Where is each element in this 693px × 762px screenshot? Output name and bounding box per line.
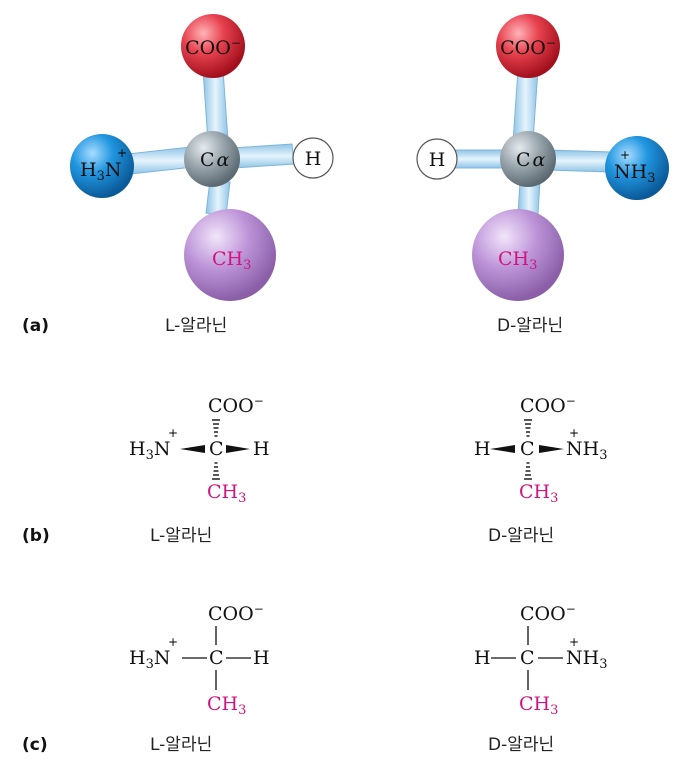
amino-label: H3N	[80, 159, 121, 184]
l-alanine-wedge-structure: COO− H3N + C H CH3	[129, 394, 270, 506]
hydrogen-text: H	[474, 647, 491, 669]
hashed-bond-down	[212, 462, 220, 480]
methyl-label: CH3	[498, 248, 537, 273]
methyl-ball	[184, 209, 276, 301]
l-alanine-caption: L-알라닌	[150, 526, 212, 546]
d-alanine-caption: D-알라닌	[488, 735, 554, 755]
amino-plus-charge: +	[168, 635, 178, 649]
carbon-text: C	[209, 438, 224, 460]
carbon-text: C	[520, 438, 535, 460]
l-alanine-fischer-projection: COO− H3N + C H CH3	[129, 602, 270, 718]
carboxylate-ball	[496, 14, 560, 78]
carboxylate-text: COO−	[208, 602, 264, 625]
hydrogen-text: H	[474, 438, 491, 460]
wedge-bond-left	[490, 445, 515, 453]
amino-ball	[70, 134, 134, 198]
panel-b: COO− H3N + C H CH3	[22, 394, 607, 546]
d-alanine-caption: D-알라닌	[488, 526, 554, 546]
methyl-ball	[472, 209, 564, 301]
d-alanine-caption: D-알라닌	[497, 316, 563, 336]
hydrogen-ball	[292, 137, 334, 179]
hydrogen-text: H	[253, 647, 270, 669]
panel-c: COO− H3N + C H CH3 COO− H C + NH3 CH3 (c…	[22, 602, 607, 755]
carbon-text: C	[520, 647, 535, 669]
methyl-text: CH3	[207, 693, 246, 718]
methyl-text: CH3	[207, 481, 246, 506]
methyl-label: CH3	[212, 248, 251, 273]
hydrogen-label: H	[305, 148, 322, 170]
amino-text: H3N	[129, 438, 170, 463]
bond-carbon-carboxylate	[202, 69, 229, 143]
wedge-bond-right	[539, 445, 564, 453]
amino-plus-charge: +	[569, 635, 579, 649]
amino-plus-charge: +	[620, 148, 630, 162]
methyl-text: CH3	[519, 693, 558, 718]
carboxylate-text: COO−	[520, 602, 576, 625]
carboxylate-text: COO−	[208, 394, 264, 417]
hydrogen-label: H	[429, 149, 446, 171]
bond-carbon-amino	[127, 146, 194, 175]
methyl-text: CH3	[519, 481, 558, 506]
hashed-bond-up	[524, 419, 532, 437]
amino-text: NH3	[566, 438, 607, 463]
d-alanine-wedge-structure: COO− H C + NH3 CH3	[474, 394, 607, 506]
amino-plus-charge: +	[569, 426, 579, 440]
carboxylate-ball	[181, 14, 245, 78]
carboxylate-label: COO−	[500, 36, 556, 59]
hashed-bond-up	[212, 419, 220, 437]
l-alanine-caption: L-알라닌	[150, 735, 212, 755]
carbon-text: C	[209, 647, 224, 669]
amino-plus-charge: +	[168, 426, 178, 440]
hydrogen-text: H	[253, 438, 270, 460]
amino-label: NH3	[614, 161, 655, 186]
carboxylate-label: COO−	[185, 36, 241, 59]
amino-plus-charge: +	[117, 146, 127, 160]
wedge-bond-left	[180, 445, 205, 453]
amino-ball	[605, 136, 669, 200]
hydrogen-ball	[416, 138, 458, 180]
l-alanine-caption: L-알라닌	[165, 316, 227, 336]
hashed-bond-down	[524, 462, 532, 480]
wedge-bond-right	[226, 445, 250, 453]
panel-label: (a)	[22, 316, 49, 336]
bond-carbon-hydrogen	[231, 143, 295, 169]
d-alanine-fischer-projection: COO− H C + NH3 CH3	[474, 602, 607, 718]
panel-label: (b)	[22, 526, 50, 546]
amino-text: H3N	[129, 647, 170, 672]
amino-text: NH3	[566, 647, 607, 672]
alpha-carbon-ball	[500, 131, 556, 187]
alpha-carbon-ball	[184, 131, 240, 187]
carboxylate-text: COO−	[520, 394, 576, 417]
panel-label: (c)	[22, 735, 48, 755]
